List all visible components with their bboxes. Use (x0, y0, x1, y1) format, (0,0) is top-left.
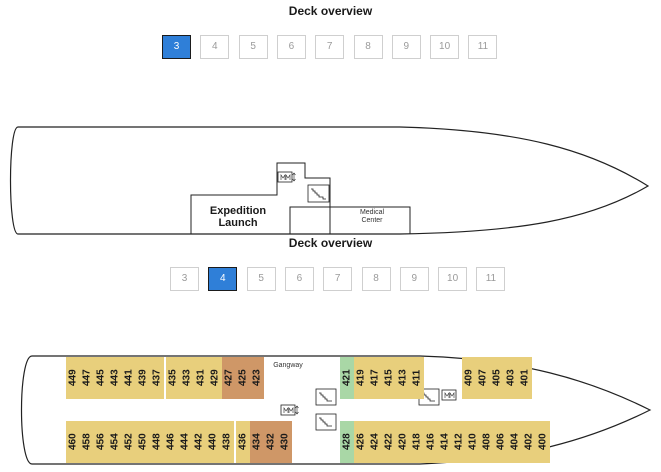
cabin-424[interactable]: 424 (368, 421, 382, 463)
stairs-icon (315, 413, 337, 431)
deck-tab-6[interactable]: 6 (276, 35, 306, 59)
cabin-418[interactable]: 418 (410, 421, 424, 463)
stairs-icon (315, 388, 337, 406)
cabin-402[interactable]: 402 (522, 421, 536, 463)
cabin-419[interactable]: 419 (354, 357, 368, 399)
cabin-425[interactable]: 425 (236, 357, 250, 399)
stairs-icon (307, 184, 330, 203)
deck-tab-3[interactable]: 3 (170, 267, 199, 291)
cabin-439[interactable]: 439 (136, 357, 150, 399)
gangway-label: Gangway (273, 362, 303, 369)
cabin-429[interactable]: 429 (208, 357, 222, 399)
cabin-411[interactable]: 411 (410, 357, 424, 399)
deck-overview-title-3: Deck overview (288, 4, 373, 18)
cabin-408[interactable]: 408 (480, 421, 494, 463)
deck-3-plan (9, 126, 650, 235)
cabin-445[interactable]: 445 (94, 357, 108, 399)
medical-center-room (329, 206, 411, 234)
deck-tab-7[interactable]: 7 (323, 267, 353, 291)
cabin-448[interactable]: 448 (150, 421, 164, 463)
elevator-icon (277, 171, 296, 183)
cabin-432[interactable]: 432 (264, 421, 278, 463)
cabin-421[interactable]: 421 (340, 357, 354, 399)
cabin-436[interactable]: 436 (236, 421, 250, 463)
cabin-428[interactable]: 428 (340, 421, 354, 463)
cabin-456[interactable]: 456 (94, 421, 108, 463)
cabin-430[interactable]: 430 (278, 421, 292, 463)
cabin-431[interactable]: 431 (194, 357, 208, 399)
cabin-443[interactable]: 443 (108, 357, 122, 399)
cabin-426[interactable]: 426 (354, 421, 368, 463)
medical-center-label: Medical Center (359, 209, 385, 224)
deck-overview-title-4: Deck overview (288, 236, 373, 250)
deck-tab-11[interactable]: 11 (476, 267, 506, 291)
expedition-launch-room (190, 162, 331, 234)
cabin-413[interactable]: 413 (396, 357, 410, 399)
cabin-450[interactable]: 450 (136, 421, 150, 463)
cabin-423[interactable]: 423 (250, 357, 264, 399)
cabin-449[interactable]: 449 (66, 357, 80, 399)
cabin-438[interactable]: 438 (220, 421, 234, 463)
cabin-405[interactable]: 405 (490, 357, 504, 399)
deck-tab-11[interactable]: 11 (468, 35, 498, 59)
deck-tab-4[interactable]: 4 (200, 35, 230, 59)
deck-tab-3[interactable]: 3 (162, 35, 191, 59)
cabin-420[interactable]: 420 (396, 421, 410, 463)
elevator-icon (280, 404, 299, 416)
cabin-407[interactable]: 407 (476, 357, 490, 399)
cabin-433[interactable]: 433 (180, 357, 194, 399)
cabin-442[interactable]: 442 (192, 421, 206, 463)
deck-tab-10[interactable]: 10 (438, 267, 468, 291)
cabin-415[interactable]: 415 (382, 357, 396, 399)
cabin-412[interactable]: 412 (452, 421, 466, 463)
cabin-427[interactable]: 427 (222, 357, 236, 399)
deck-tab-7[interactable]: 7 (315, 35, 345, 59)
cabin-446[interactable]: 446 (164, 421, 178, 463)
cabin-435[interactable]: 435 (166, 357, 180, 399)
cabin-437[interactable]: 437 (150, 357, 164, 399)
deck-tab-9[interactable]: 9 (399, 267, 429, 291)
deck-tab-6[interactable]: 6 (284, 267, 314, 291)
deck-tab-5[interactable]: 5 (238, 35, 268, 59)
cabin-416[interactable]: 416 (424, 421, 438, 463)
cabin-422[interactable]: 422 (382, 421, 396, 463)
cabin-403[interactable]: 403 (504, 357, 518, 399)
cabin-400[interactable]: 400 (536, 421, 550, 463)
cabin-440[interactable]: 440 (206, 421, 220, 463)
cabin-458[interactable]: 458 (80, 421, 94, 463)
deck-tab-8[interactable]: 8 (361, 267, 391, 291)
cabin-460[interactable]: 460 (66, 421, 80, 463)
cabin-444[interactable]: 444 (178, 421, 192, 463)
cabin-452[interactable]: 452 (122, 421, 136, 463)
cabin-447[interactable]: 447 (80, 357, 94, 399)
deck-tab-8[interactable]: 8 (353, 35, 383, 59)
deck-tab-5[interactable]: 5 (246, 267, 276, 291)
cabin-417[interactable]: 417 (368, 357, 382, 399)
deck-tab-4[interactable]: 4 (208, 267, 238, 291)
deck-tab-10[interactable]: 10 (430, 35, 460, 59)
hull-outline (9, 126, 650, 235)
deck-tab-9[interactable]: 9 (391, 35, 421, 59)
cabin-434[interactable]: 434 (250, 421, 264, 463)
cabin-406[interactable]: 406 (494, 421, 508, 463)
cabin-414[interactable]: 414 (438, 421, 452, 463)
cabin-409[interactable]: 409 (462, 357, 476, 399)
expedition-launch-label: Expedition Launch (209, 205, 267, 229)
cabin-454[interactable]: 454 (108, 421, 122, 463)
cabin-441[interactable]: 441 (122, 357, 136, 399)
cabin-410[interactable]: 410 (466, 421, 480, 463)
cabin-401[interactable]: 401 (518, 357, 532, 399)
cabin-404[interactable]: 404 (508, 421, 522, 463)
